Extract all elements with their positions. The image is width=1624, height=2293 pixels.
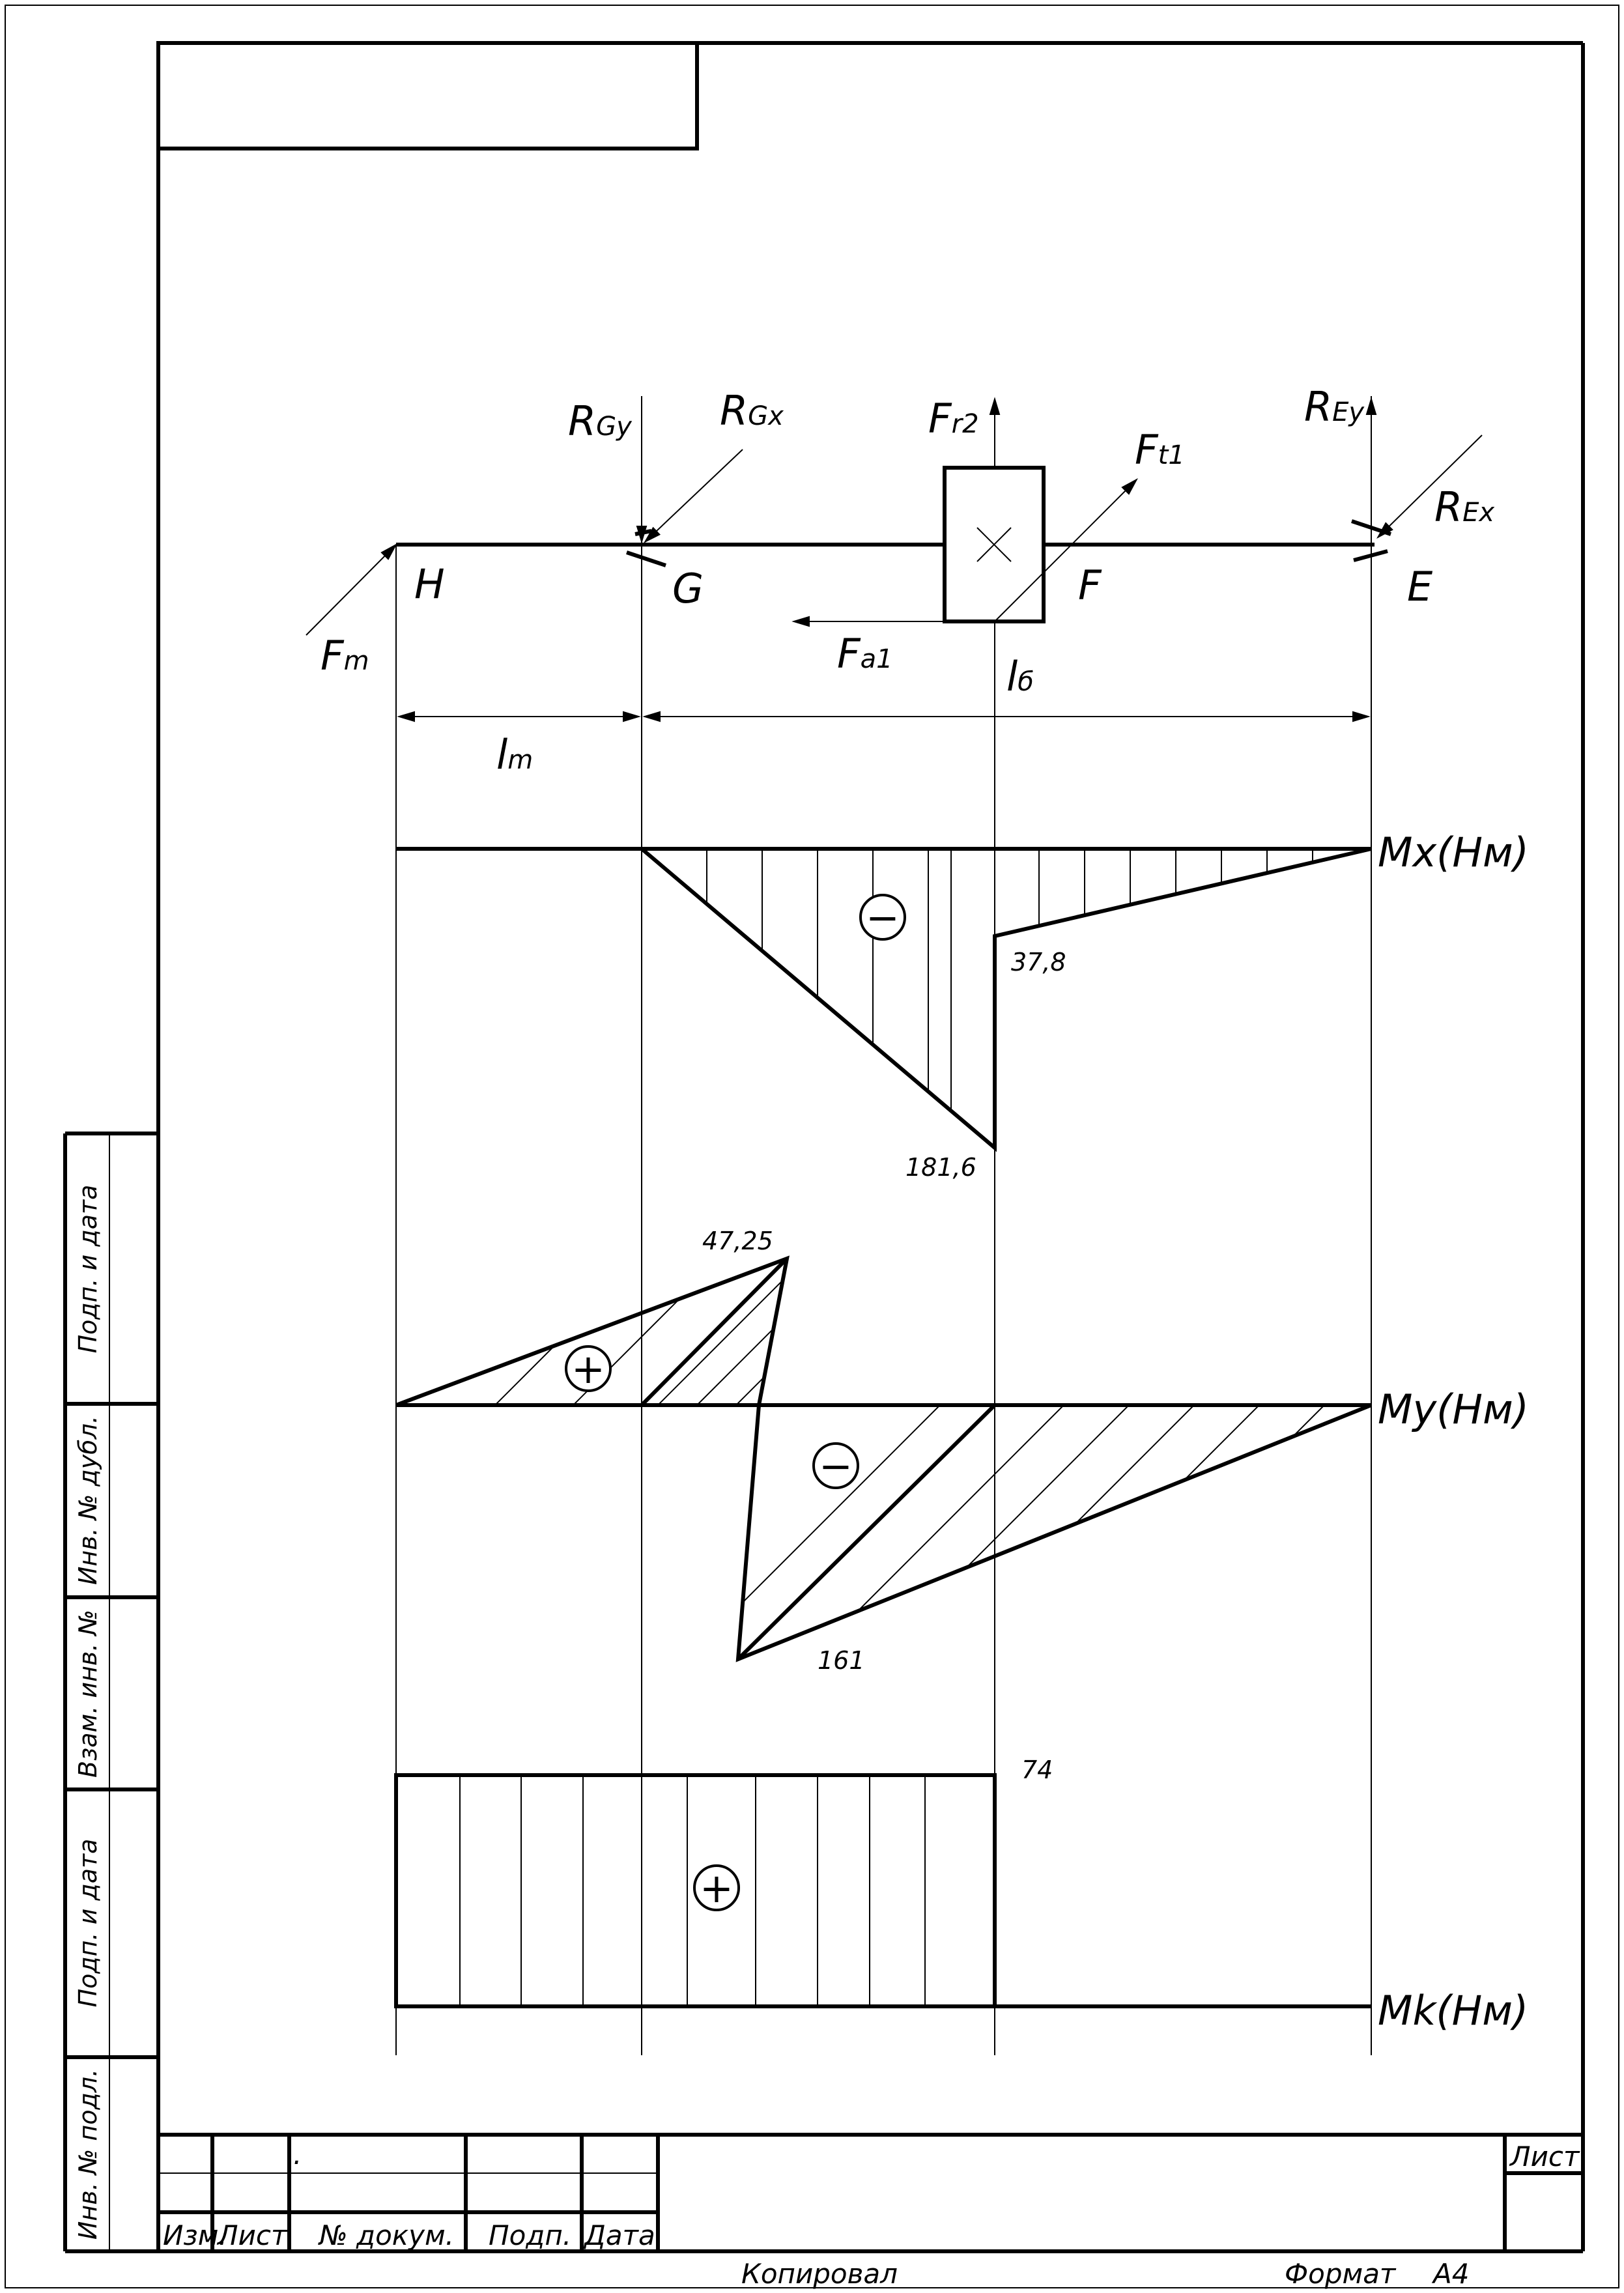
force-ft1-label: Ft1 [1135, 426, 1185, 474]
stamp-izm: Изм. [163, 2219, 227, 2251]
shaft-scheme [396, 466, 1391, 623]
stamp-format-value: А4 [1431, 2258, 1469, 2290]
support-g-mark-2 [634, 529, 652, 536]
my-hatching-negative [738, 1405, 995, 1659]
mx-diagram [396, 847, 1372, 1152]
force-fr2-label: Fr2 [928, 395, 979, 442]
stamp-list: Лист [216, 2219, 288, 2251]
mx-value-step: 37,8 [1011, 948, 1066, 976]
mx-sign-circle [859, 894, 906, 941]
my-sign-positive: + [571, 1345, 605, 1393]
mx-value-peak: 181,6 [905, 1153, 976, 1182]
stamp-data: Дата [583, 2219, 655, 2251]
side-strip [63, 1132, 158, 2253]
side-inv-podl: Инв. № подл. [74, 2069, 102, 2240]
force-rex-arrow [1376, 434, 1483, 539]
point-g-label: G [672, 565, 704, 612]
mk-sign-circle [693, 1864, 740, 1911]
force-fm-label: Fm [321, 632, 369, 679]
stamp-format-label: Формат [1285, 2258, 1397, 2290]
top-left-box [156, 41, 699, 150]
my-sign-negative: − [819, 1442, 853, 1490]
guide-lines [395, 396, 1372, 2055]
force-rgx-label: RGx [720, 387, 784, 434]
gear-center-mark-2 [976, 527, 1012, 562]
mx-sign: − [866, 894, 900, 941]
side-podp-data-1: Подп. и дата [74, 1185, 102, 1354]
dim-lb-label: lб [1006, 653, 1034, 700]
mk-hatching [459, 1775, 926, 2006]
force-rey-label: REy [1304, 383, 1365, 431]
side-vzam-inv: Взам. инв. № [74, 1610, 102, 1778]
my-sign-circle-positive [565, 1345, 612, 1392]
my-value-negative: 161 [818, 1646, 865, 1675]
point-e-label: E [1407, 563, 1433, 610]
stamp-doc-number: № докум. [318, 2219, 454, 2251]
stamp-sheet-label: Лист [1509, 2141, 1580, 2172]
side-podp-data-2: Подп. и дата [74, 1839, 102, 2008]
title-block [158, 2133, 1583, 2251]
my-sign-circle-negative [812, 1442, 859, 1489]
side-inv-dubl: Инв. № дубл. [74, 1416, 102, 1585]
support-e-mark [1353, 549, 1388, 562]
mk-value-top: 74 [1021, 1756, 1053, 1784]
mk-sign: + [700, 1864, 734, 1912]
sheet-frame [5, 5, 1619, 2288]
my-diagram [395, 1255, 1373, 1662]
mx-hatching [706, 849, 1313, 1148]
force-fm-arrow [306, 543, 397, 636]
point-h-label: H [414, 560, 445, 608]
force-ft1-arrow [994, 478, 1138, 622]
stamp-podp: Подп. [489, 2219, 571, 2251]
force-rex-label: REx [1434, 483, 1494, 531]
force-fa1-label: Fa1 [837, 630, 893, 677]
force-rgx-arrow [643, 449, 743, 543]
my-value-positive: 47,25 [702, 1227, 773, 1255]
mk-label: Mk(Нм) [1378, 1987, 1528, 2034]
point-f-label: F [1078, 562, 1102, 609]
force-rgy-label: RGy [568, 397, 633, 445]
my-hatching-negative-2 [801, 1405, 1371, 1659]
support-g-mark [626, 550, 666, 567]
stamp-copied: Копировал [741, 2258, 898, 2290]
dim-lm-label: lm [496, 731, 533, 778]
my-label: My(Нм) [1378, 1386, 1529, 1433]
mk-diagram [394, 1773, 1371, 2008]
stamp-dot: . [293, 2139, 302, 2171]
mx-label: Mx(Нм) [1378, 829, 1529, 876]
